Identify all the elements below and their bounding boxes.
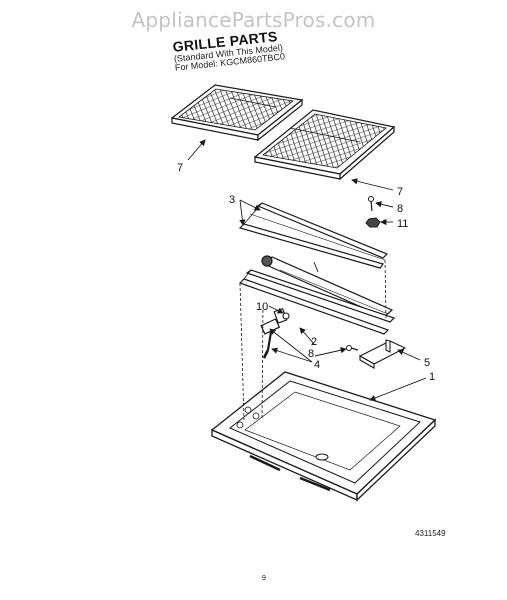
page-number: 9 — [262, 575, 266, 582]
callout-11: 11 — [397, 218, 408, 230]
callout-labels: 7 7 8 11 3 10 2 8 4 5 1 — [177, 162, 435, 383]
callout-4: 4 — [314, 359, 320, 371]
screw-part-8-lower — [346, 345, 359, 351]
callout-5: 5 — [424, 357, 430, 369]
grille-right — [253, 109, 396, 181]
callout-7-right: 7 — [397, 186, 403, 198]
dashed-guide-lines — [239, 259, 387, 421]
drip-pan-part-1 — [210, 371, 437, 502]
screw-part-8-top — [368, 196, 374, 212]
callout-8-top: 8 — [397, 203, 403, 215]
grille-left — [170, 84, 304, 142]
callout-7-left: 7 — [177, 162, 183, 174]
rail-part-2 — [238, 269, 396, 335]
bracket-part-5 — [358, 339, 407, 369]
leader-lines — [187, 139, 427, 401]
callout-8-lower: 8 — [308, 348, 314, 360]
callout-1: 1 — [429, 371, 435, 383]
callout-3: 3 — [229, 194, 235, 206]
watermark-text: AppliancePartsPros.com — [131, 8, 376, 32]
document-code: 4311549 — [415, 529, 446, 538]
rail-part-3 — [238, 202, 389, 269]
callout-10: 10 — [256, 301, 268, 313]
burner-tube — [261, 255, 394, 318]
nut-part-11 — [365, 217, 381, 228]
callout-2: 2 — [311, 336, 317, 348]
igniter-part-4 — [260, 318, 281, 359]
